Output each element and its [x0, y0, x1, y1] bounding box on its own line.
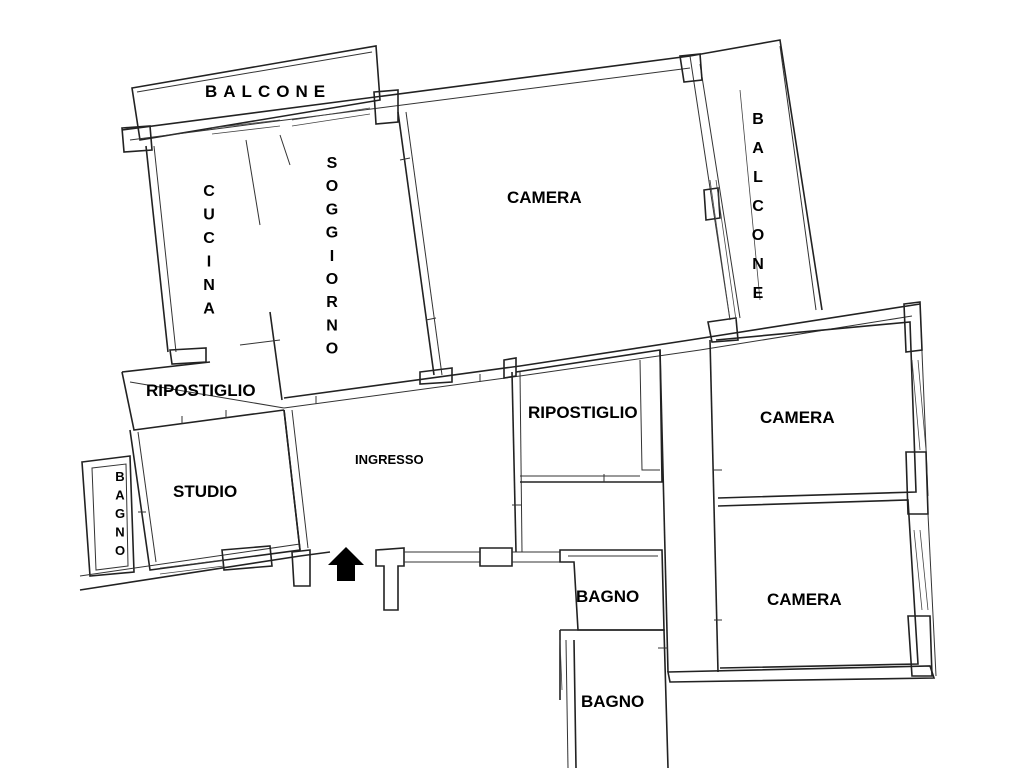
entrance-arrow-icon — [328, 547, 364, 581]
room-label-camera-right-lower: CAMERA — [767, 590, 842, 609]
room-label-camera-top: CAMERA — [507, 188, 582, 207]
room-label-camera-right-upper: CAMERA — [760, 408, 835, 427]
walls — [79, 39, 937, 768]
room-label-balcone-top: BALCONE — [205, 82, 331, 101]
room-label-bagno-lower: BAGNO — [581, 692, 644, 711]
room-label-bagno-upper: BAGNO — [576, 587, 639, 606]
room-label-ripostiglio-left: RIPOSTIGLIO — [146, 381, 256, 400]
room-label-ingresso: INGRESSO — [355, 452, 424, 467]
window-marks — [138, 89, 929, 691]
room-label-studio: STUDIO — [173, 482, 237, 501]
room-label-ripostiglio-center: RIPOSTIGLIO — [528, 403, 638, 422]
